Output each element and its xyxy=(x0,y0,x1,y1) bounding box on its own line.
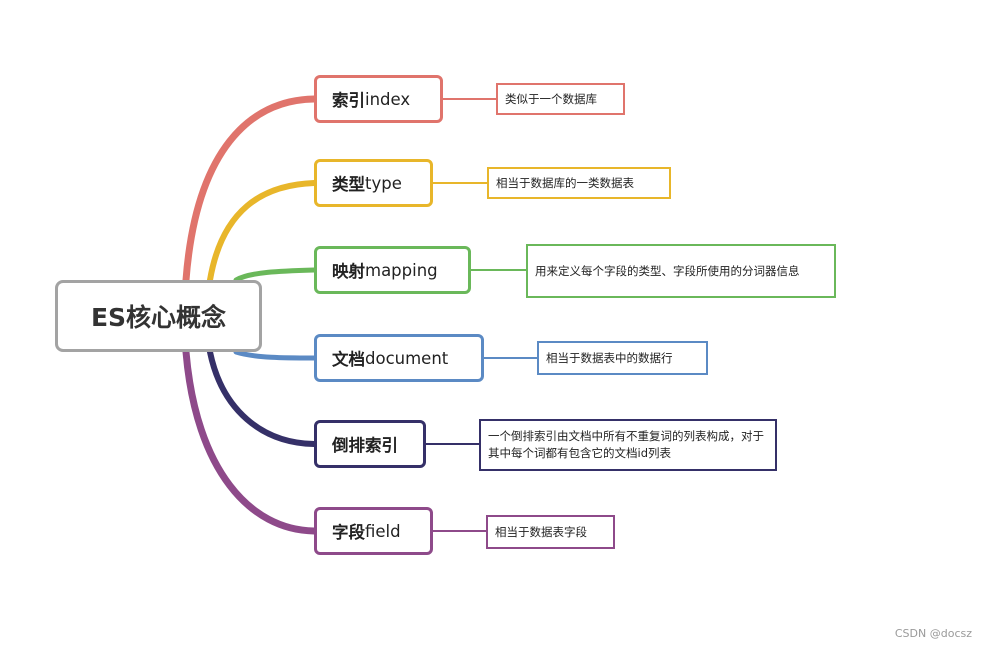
branch-label-inverted-index: 倒排索引 xyxy=(332,436,398,455)
branch-term-type: type xyxy=(365,173,402,193)
note-document: 相当于数据表中的数据行 xyxy=(537,341,708,375)
note-type: 相当于数据库的一类数据表 xyxy=(487,167,671,199)
note-text-document: 相当于数据表中的数据行 xyxy=(546,350,673,365)
branch-node-field: 字段 field xyxy=(314,507,433,555)
branch-term-field: field xyxy=(365,521,401,541)
curve-to-type xyxy=(207,180,317,283)
note-field: 相当于数据表字段 xyxy=(486,515,615,549)
curve-to-field xyxy=(182,348,318,535)
branch-term-mapping: mapping xyxy=(365,260,438,280)
branch-node-type: 类型 type xyxy=(314,159,433,207)
branch-node-mapping: 映射 mapping xyxy=(314,246,471,294)
branch-label-mapping: 映射 xyxy=(332,262,365,281)
note-text-index: 类似于一个数据库 xyxy=(505,91,597,106)
note-mapping: 用来定义每个字段的类型、字段所使用的分词器信息 xyxy=(526,244,836,298)
curve-to-document xyxy=(233,349,317,361)
branch-label-document: 文档 xyxy=(332,350,365,369)
curve-to-index xyxy=(182,95,318,284)
note-inverted-index: 一个倒排索引由文档中所有不重复词的列表构成，对于其中每个词都有包含它的文档id列… xyxy=(479,419,777,471)
branch-node-document: 文档 document xyxy=(314,334,484,382)
curve-to-mapping xyxy=(233,267,317,283)
note-index: 类似于一个数据库 xyxy=(496,83,625,115)
curve-to-inverted-index xyxy=(207,349,317,447)
note-text-field: 相当于数据表字段 xyxy=(495,524,587,539)
watermark: CSDN @docsz xyxy=(894,627,972,640)
root-node: ES核心概念 xyxy=(55,280,262,352)
branch-node-inverted-index: 倒排索引 xyxy=(314,420,426,468)
note-text-inverted-index: 一个倒排索引由文档中所有不重复词的列表构成，对于其中每个词都有包含它的文档id列… xyxy=(488,429,764,460)
branch-term-index: index xyxy=(365,89,411,109)
branch-label-type: 类型 xyxy=(332,175,365,194)
branch-label-field: 字段 xyxy=(332,523,365,542)
note-text-type: 相当于数据库的一类数据表 xyxy=(496,175,634,190)
note-text-mapping: 用来定义每个字段的类型、字段所使用的分词器信息 xyxy=(535,263,800,278)
branch-term-document: document xyxy=(365,348,449,368)
root-label: ES核心概念 xyxy=(90,303,227,332)
branch-node-index: 索引 index xyxy=(314,75,443,123)
branch-label-index: 索引 xyxy=(332,91,365,110)
